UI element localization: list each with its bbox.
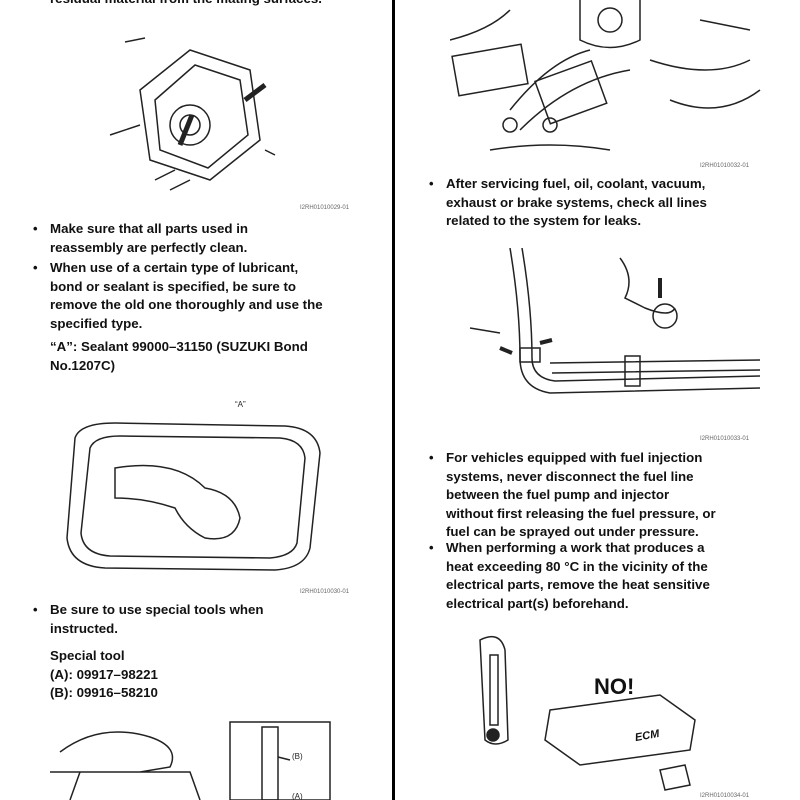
column-divider [392,0,395,800]
heat-warning-illustration [479,635,696,791]
bullet-text: When use of a certain type of lubricant,… [50,260,323,331]
bullet: • [429,450,434,465]
bullet-text: After servicing fuel, oil, coolant, vacu… [446,176,707,228]
no-warning-text: NO! [594,674,635,699]
bullet-text: For vehicles equipped with fuel injectio… [446,450,716,539]
fuel-lines-illustration [469,248,761,394]
top-text: residual material from the mating surfac… [50,0,322,9]
bullet: • [33,602,38,617]
bullet: • [429,540,434,555]
bullet: • [429,176,434,191]
figure-code: I2RH01010029-01 [300,205,350,211]
figure-code: I2RH01010030-01 [300,589,350,595]
oil-pan-illustration [66,422,321,571]
figure-code: I2RH01010032-01 [700,163,750,169]
special-tool: Special tool(A): 09917–98221(B): 09916–5… [50,648,158,700]
bullet: • [33,221,38,236]
special-tool-illustration [50,721,331,800]
oil-pump-illustration [109,37,276,191]
figure-label: “A” [235,400,246,409]
bullet: • [33,260,38,275]
figure-label: (A) [292,792,303,800]
figure-label: (B) [292,752,303,761]
figure-code: I2RH01010034-01 [700,793,750,799]
figure-code: I2RH01010033-01 [700,436,750,442]
engine-hoses-illustration [450,0,761,151]
